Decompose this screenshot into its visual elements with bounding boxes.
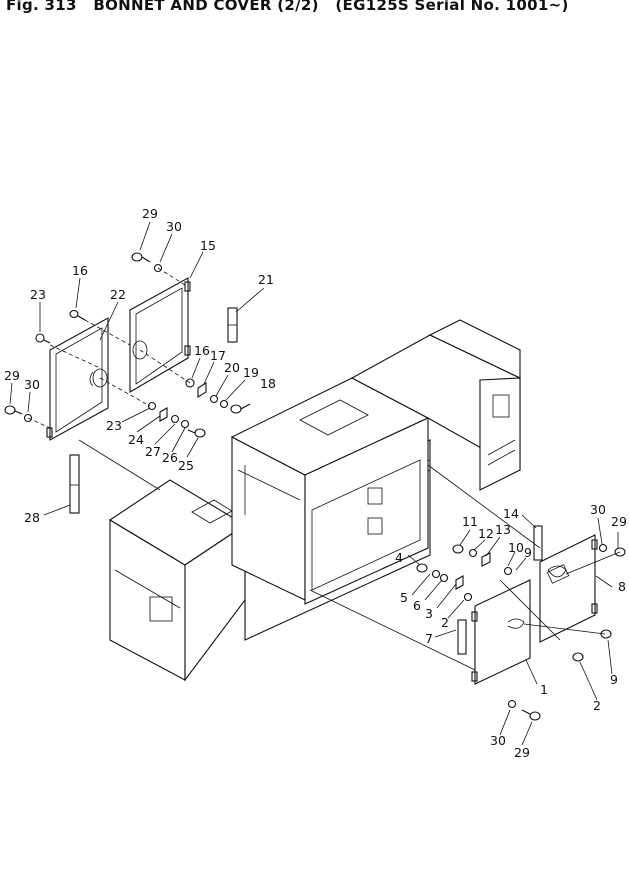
figure-number: Fig. 313 xyxy=(6,0,77,14)
callout-21: 21 xyxy=(258,272,274,287)
callout-12: 12 xyxy=(478,526,494,541)
hinge-7 xyxy=(457,619,467,655)
callout-26: 26 xyxy=(162,450,178,465)
callout-29: 29 xyxy=(611,514,627,529)
callout-29: 29 xyxy=(4,368,20,383)
callout-3: 3 xyxy=(425,606,433,621)
callout-leaders xyxy=(9,221,619,746)
callout-23: 23 xyxy=(30,287,46,302)
left-cover-22 xyxy=(46,317,109,441)
callout-7: 7 xyxy=(425,631,433,646)
callout-11: 11 xyxy=(462,514,478,529)
callout-5: 5 xyxy=(400,590,408,605)
callout-28: 28 xyxy=(24,510,40,525)
callout-13: 13 xyxy=(495,522,511,537)
figure-serial: (EG125S Serial No. 1001~) xyxy=(335,0,569,14)
hinge-14 xyxy=(533,525,543,561)
callout-23: 23 xyxy=(106,418,122,433)
callout-27: 27 xyxy=(145,444,161,459)
callout-9: 9 xyxy=(610,672,618,687)
callout-17: 17 xyxy=(210,348,226,363)
left-hardware xyxy=(4,252,251,438)
callout-10: 10 xyxy=(508,540,524,555)
callout-8: 8 xyxy=(618,579,626,594)
callout-16: 16 xyxy=(72,263,88,278)
callout-29: 29 xyxy=(142,206,158,221)
hinge-28 xyxy=(69,454,80,514)
callout-6: 6 xyxy=(413,598,421,613)
upper-cover-15 xyxy=(129,277,191,393)
callout-25: 25 xyxy=(178,458,194,473)
callout-30: 30 xyxy=(490,733,506,748)
figure-title: Fig. 313 BONNET AND COVER (2/2) (EG125S … xyxy=(6,0,569,14)
callout-2: 2 xyxy=(441,615,449,630)
callout-2: 2 xyxy=(593,698,601,713)
callout-9: 9 xyxy=(524,545,532,560)
callout-4: 4 xyxy=(395,550,403,565)
assembly-lines xyxy=(27,267,621,671)
figure-name: BONNET AND COVER (2/2) xyxy=(93,0,319,14)
callout-20: 20 xyxy=(224,360,240,375)
generator-enclosure xyxy=(108,319,521,682)
callout-1: 1 xyxy=(540,682,548,697)
callout-18: 18 xyxy=(260,376,276,391)
callout-15: 15 xyxy=(200,238,216,253)
hinge-21 xyxy=(227,307,238,343)
right-door-8 xyxy=(539,534,598,643)
callout-14: 14 xyxy=(503,506,519,521)
callout-30: 30 xyxy=(24,377,40,392)
front-door-1 xyxy=(471,579,531,685)
callout-16: 16 xyxy=(194,343,210,358)
callout-22: 22 xyxy=(110,287,126,302)
callout-24: 24 xyxy=(128,432,144,447)
callout-labels: 29 30 15 16 23 22 21 29 30 16 17 20 19 1… xyxy=(4,206,627,760)
callout-19: 19 xyxy=(243,365,259,380)
callout-30: 30 xyxy=(166,219,182,234)
callout-29: 29 xyxy=(514,745,530,760)
callout-30: 30 xyxy=(590,502,606,517)
right-hardware xyxy=(416,543,626,721)
